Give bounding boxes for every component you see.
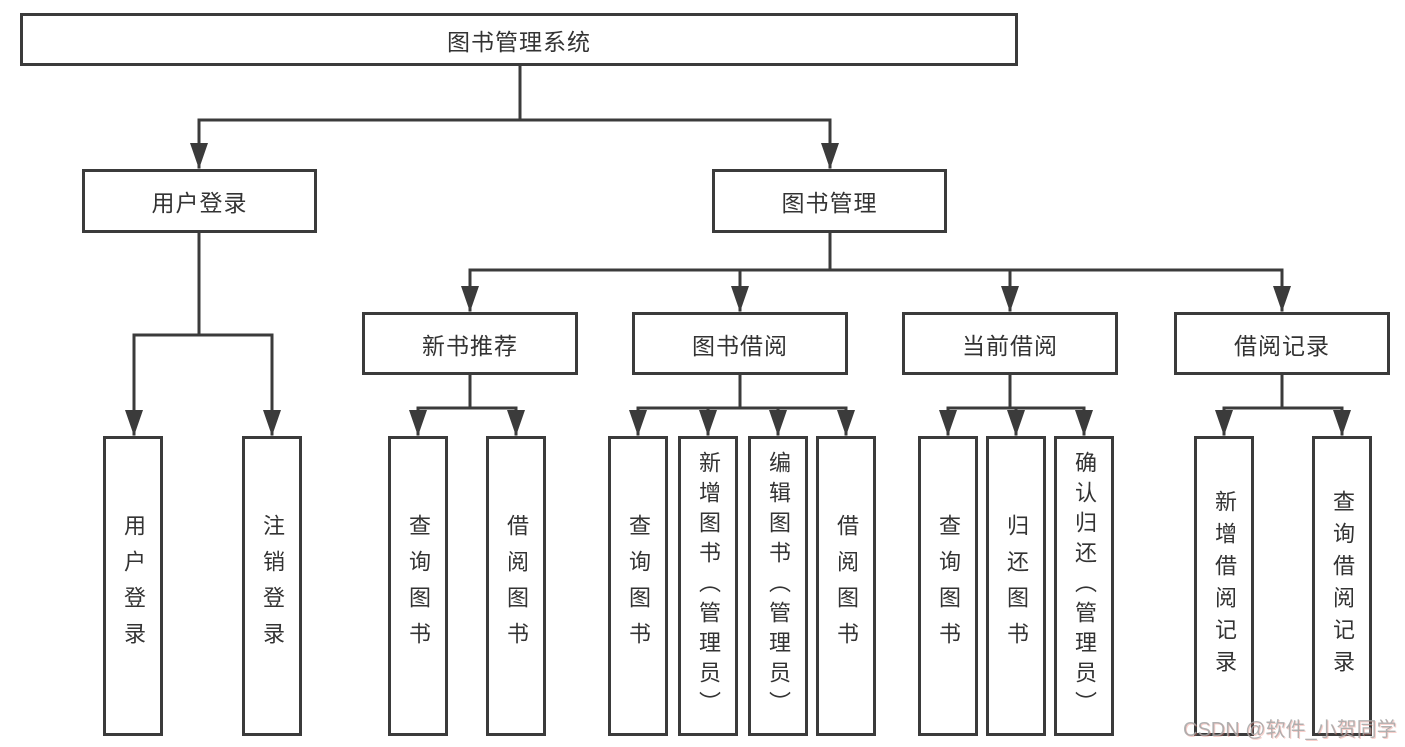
leaf-current-query-books: 查询图书 [918,436,978,736]
leaf-label: 确认归还（管理员） [1072,451,1097,721]
node-label: 图书管理 [781,190,878,216]
node-label: 当前借阅 [962,332,1058,359]
leaf-recommend-borrow-books: 借阅图书 [486,436,546,736]
node-library-management-system: 图书管理系统 [20,13,1018,66]
node-label: 用户登录 [151,190,248,216]
node-current-borrowing: 当前借阅 [902,312,1118,375]
node-label: 图书管理系统 [447,28,591,55]
leaf-label: 查询图书 [626,514,651,658]
leaf-label: 查询图书 [406,514,431,658]
leaf-borrowing-query-books: 查询图书 [608,436,668,736]
arrowheads [125,143,1351,436]
node-label: 借阅记录 [1234,332,1330,359]
leaf-recommend-query-books: 查询图书 [388,436,448,736]
node-user-login: 用户登录 [82,169,317,233]
node-label: 图书借阅 [692,332,788,359]
leaf-label: 注销登录 [260,514,285,658]
node-book-borrowing: 图书借阅 [632,312,848,375]
leaf-records-query-record: 查询借阅记录 [1312,436,1372,736]
leaf-label: 查询图书 [936,514,961,658]
leaf-borrowing-borrow-books: 借阅图书 [816,436,876,736]
leaf-label: 新增图书（管理员） [696,451,721,721]
leaf-borrowing-edit-books-admin: 编辑图书（管理员） [748,436,808,736]
leaf-records-add-record: 新增借阅记录 [1194,436,1254,736]
leaf-current-confirm-return-admin: 确认归还（管理员） [1054,436,1114,736]
leaf-label: 用户登录 [121,514,146,658]
leaf-label: 编辑图书（管理员） [766,451,791,721]
node-borrowing-records: 借阅记录 [1174,312,1390,375]
leaf-label: 归还图书 [1004,514,1029,658]
leaf-borrowing-add-books-admin: 新增图书（管理员） [678,436,738,736]
csdn-watermark: CSDN @软件_小贺同学 [1183,719,1397,741]
node-new-book-recommendation: 新书推荐 [362,312,578,375]
node-label: 新书推荐 [422,332,518,359]
leaf-label: 借阅图书 [834,514,859,658]
leaf-label: 查询借阅记录 [1330,490,1355,682]
leaf-label: 新增借阅记录 [1212,490,1237,682]
leaf-label: 借阅图书 [504,514,529,658]
node-book-management: 图书管理 [712,169,947,233]
leaf-current-return-books: 归还图书 [986,436,1046,736]
leaf-user-login: 用户登录 [103,436,163,736]
leaf-logout: 注销登录 [242,436,302,736]
